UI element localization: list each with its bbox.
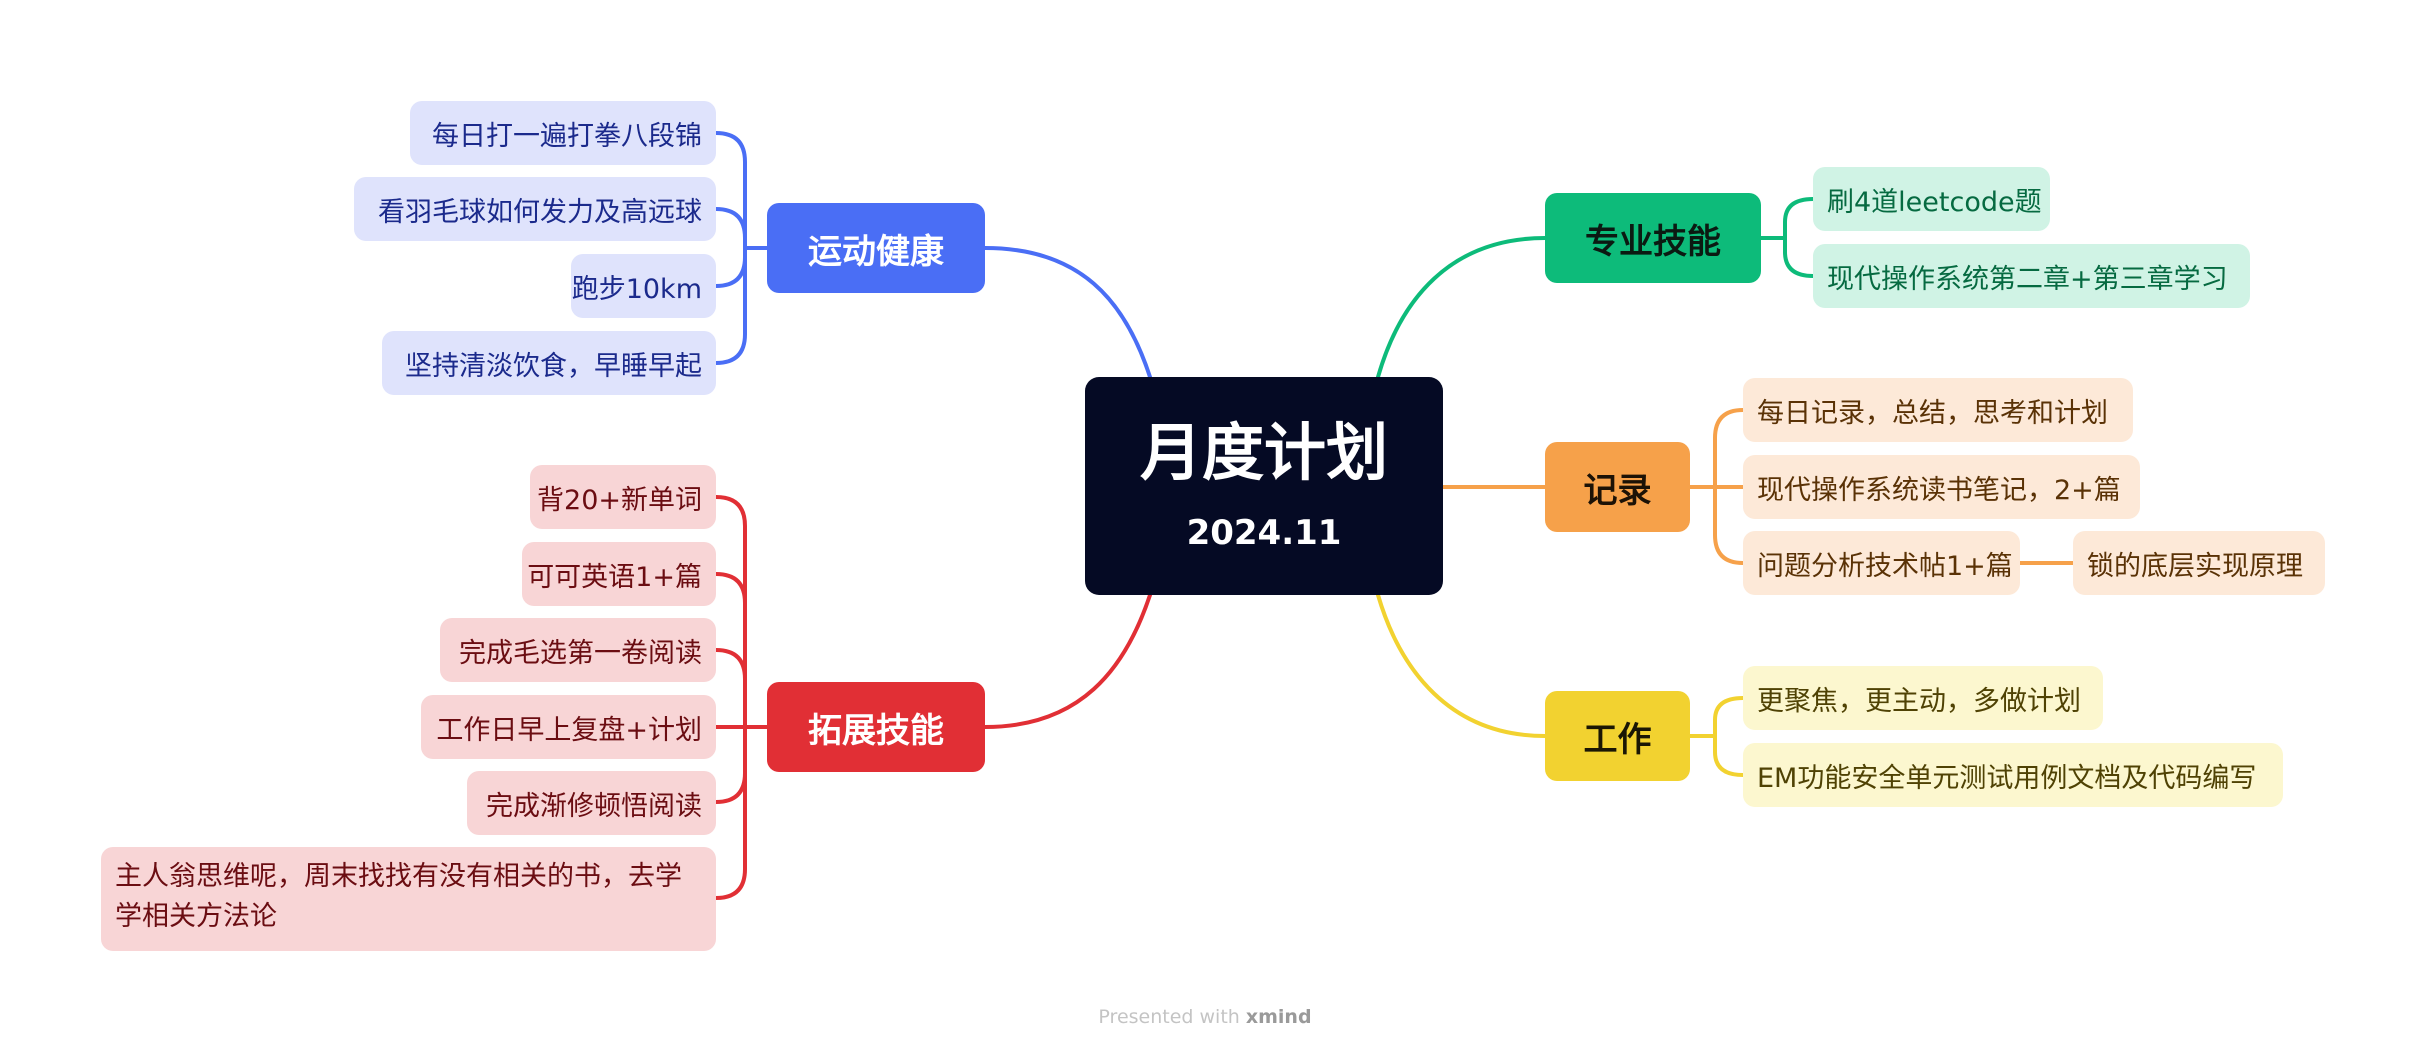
subtopic-label: 背20+新单词	[537, 484, 702, 516]
bracket-pro	[1759, 197, 1815, 278]
bracket-expand	[714, 495, 769, 900]
subtopic-label: 跑步10km	[571, 273, 702, 305]
subtopic-work-2[interactable]: EM功能安全单元测试用例文档及代码编写	[1743, 743, 2283, 807]
subtopic-record-3-child[interactable]: 锁的底层实现原理	[2073, 531, 2325, 595]
bracket-work	[1688, 696, 1745, 777]
topic-health[interactable]: 运动健康	[767, 203, 985, 293]
topic-work[interactable]: 工作	[1545, 691, 1690, 781]
watermark-prefix: Presented with	[1098, 1006, 1240, 1028]
subtopic-expand-5[interactable]: 完成渐修顿悟阅读	[467, 771, 716, 835]
subtopic-expand-3[interactable]: 完成毛选第一卷阅读	[440, 618, 716, 682]
bracket-record	[1688, 408, 2075, 565]
subtopic-expand-4[interactable]: 工作日早上复盘+计划	[421, 695, 716, 759]
topic-expand-label: 拓展技能	[808, 710, 944, 751]
watermark: Presented with xmind	[0, 1006, 2410, 1028]
subtopic-pro-2[interactable]: 现代操作系统第二章+第三章学习	[1813, 244, 2250, 308]
subtopic-expand-6[interactable]: 主人翁思维呢，周末找找有没有相关的书，去学学相关方法论	[101, 847, 716, 951]
subtopic-label: 可可英语1+篇	[527, 561, 702, 593]
subtopic-label: 锁的底层实现原理	[2087, 550, 2303, 582]
topic-record-label: 记录	[1583, 470, 1652, 511]
subtopic-health-1[interactable]: 每日打一遍打拳八段锦	[410, 101, 716, 165]
subtopic-record-3[interactable]: 问题分析技术帖1+篇	[1743, 531, 2020, 595]
link-health	[983, 246, 1152, 379]
subtopic-label: 现代操作系统第二章+第三章学习	[1827, 263, 2228, 295]
subtopic-label: 坚持清淡饮食，早睡早起	[405, 350, 702, 382]
subtopic-expand-1[interactable]: 背20+新单词	[530, 465, 716, 529]
subtopic-label: 现代操作系统读书笔记，2+篇	[1757, 474, 2121, 506]
subtopic-label: 刷4道leetcode题	[1827, 186, 2042, 218]
link-pro	[1376, 236, 1547, 379]
topic-pro-label: 专业技能	[1585, 221, 1721, 262]
topic-record[interactable]: 记录	[1545, 442, 1690, 532]
topic-expand[interactable]: 拓展技能	[767, 682, 985, 772]
subtopic-label: 完成渐修顿悟阅读	[486, 790, 702, 822]
subtopic-label: 看羽毛球如何发力及高远球	[378, 196, 702, 228]
subtopic-label: 主人翁思维呢，周末找找有没有相关的书，去学学相关方法论	[115, 861, 682, 932]
subtopic-label: 更聚焦，更主动，多做计划	[1757, 685, 2081, 717]
central-title: 月度计划	[1139, 415, 1388, 489]
bracket-health	[714, 131, 769, 365]
subtopic-label: 问题分析技术帖1+篇	[1757, 550, 2013, 582]
subtopic-pro-1[interactable]: 刷4道leetcode题	[1813, 167, 2050, 231]
subtopic-label: 每日打一遍打拳八段锦	[432, 120, 702, 152]
subtopic-health-3[interactable]: 跑步10km	[571, 254, 716, 318]
subtopic-label: 工作日早上复盘+计划	[436, 714, 702, 746]
topic-work-label: 工作	[1583, 719, 1652, 760]
subtopic-label: EM功能安全单元测试用例文档及代码编写	[1757, 762, 2257, 794]
watermark-brand: xmind	[1245, 1006, 1312, 1028]
subtopic-label: 完成毛选第一卷阅读	[459, 637, 702, 669]
link-work	[1376, 593, 1547, 738]
topic-pro[interactable]: 专业技能	[1545, 193, 1761, 283]
topic-health-label: 运动健康	[808, 231, 944, 272]
subtopic-label: 每日记录，总结，思考和计划	[1757, 397, 2108, 429]
subtopic-record-1[interactable]: 每日记录，总结，思考和计划	[1743, 378, 2133, 442]
subtopic-record-2[interactable]: 现代操作系统读书笔记，2+篇	[1743, 455, 2140, 519]
subtopic-health-4[interactable]: 坚持清淡饮食，早睡早起	[382, 331, 716, 395]
subtopic-expand-2[interactable]: 可可英语1+篇	[522, 542, 716, 606]
subtopic-work-1[interactable]: 更聚焦，更主动，多做计划	[1743, 666, 2103, 730]
central-topic[interactable]: 月度计划 2024.11	[1085, 377, 1443, 595]
subtopic-health-2[interactable]: 看羽毛球如何发力及高远球	[354, 177, 716, 241]
link-expand	[983, 593, 1152, 729]
central-subtitle: 2024.11	[1186, 513, 1342, 554]
